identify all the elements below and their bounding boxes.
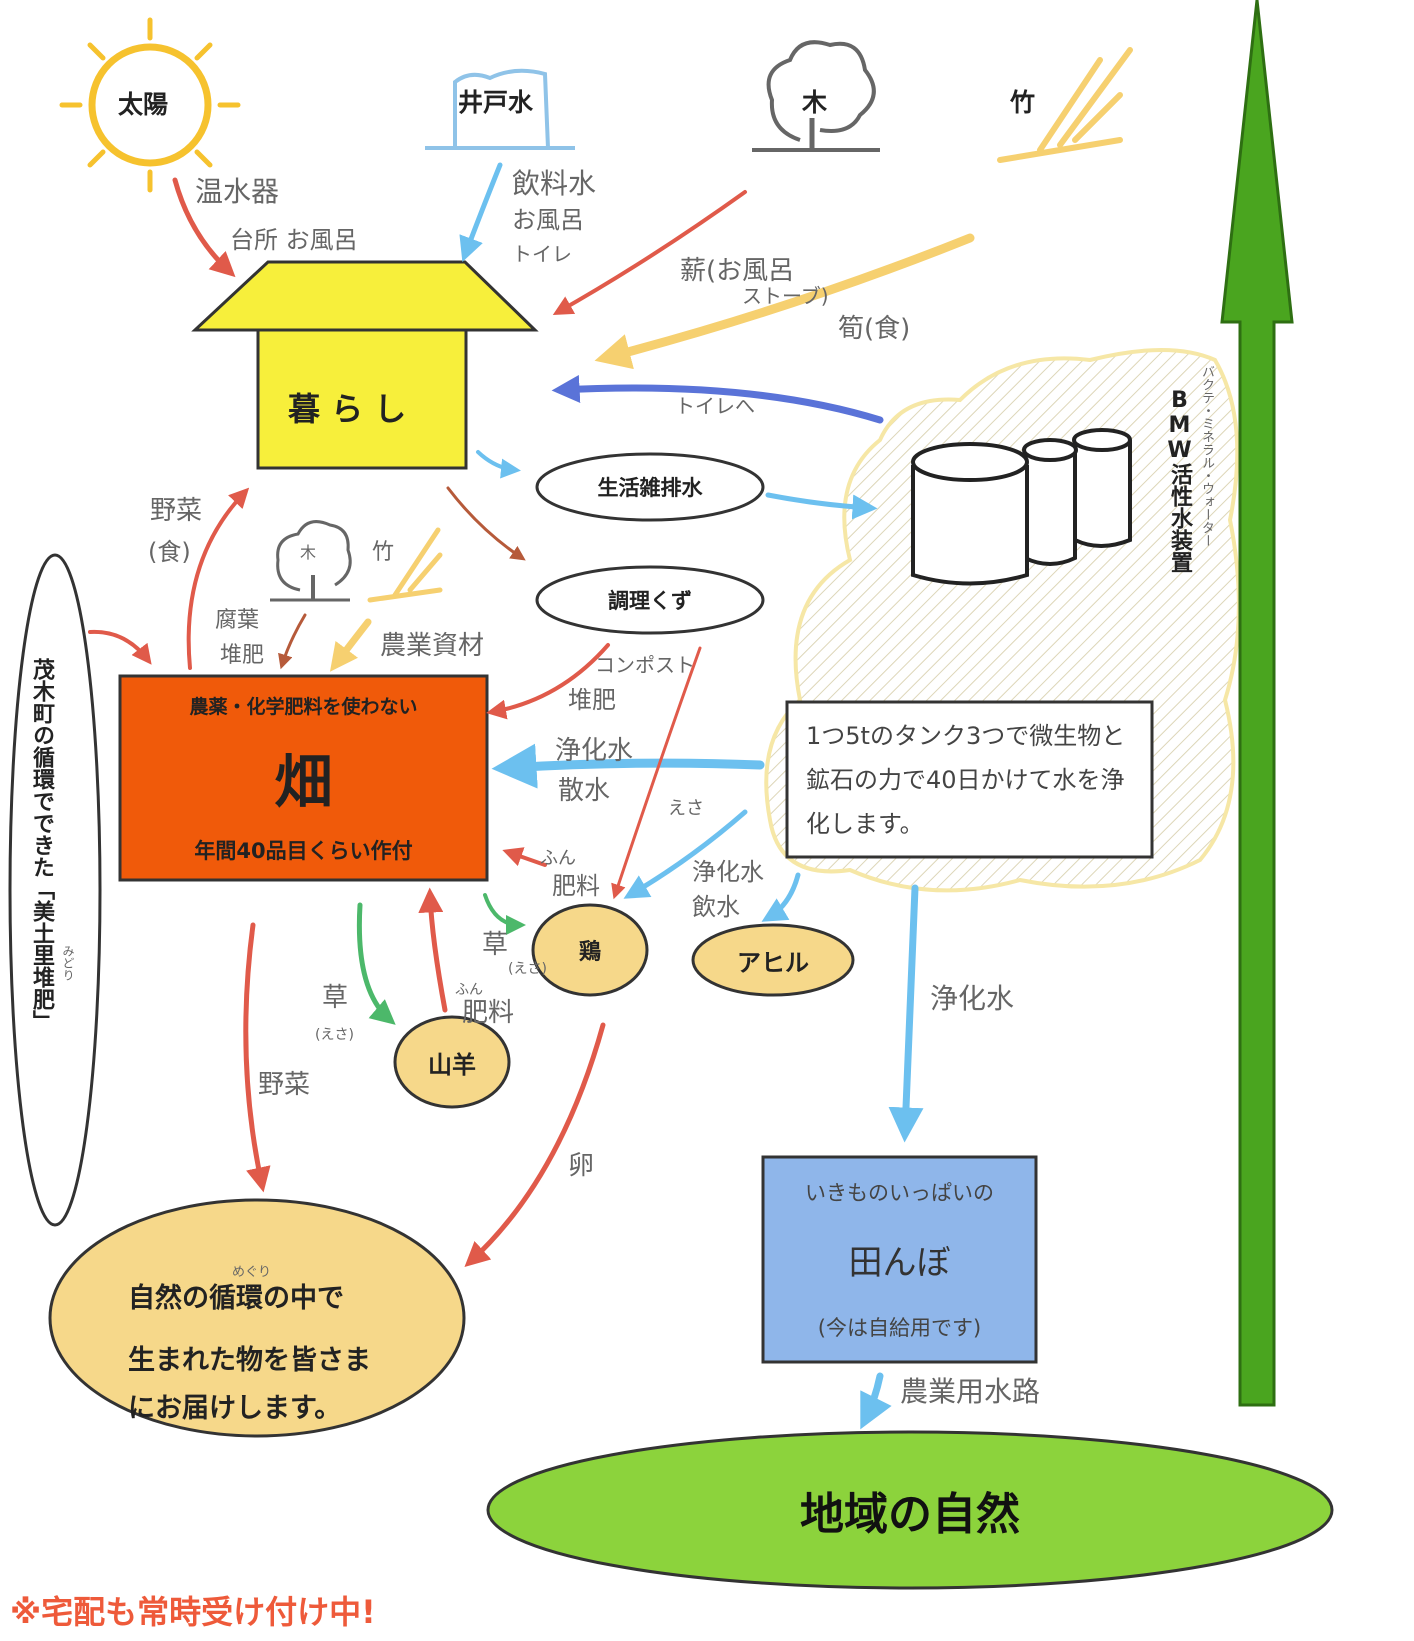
- kitchen-waste-label: 調理くず: [608, 589, 692, 613]
- duck-node: [691, 923, 855, 997]
- grass-feed-label-2: 草: [322, 983, 349, 1013]
- sun-icon: [59, 17, 241, 193]
- firewood-label: 薪(お風呂: [680, 256, 795, 286]
- sprinkle-label: 散水: [558, 776, 611, 806]
- field-main-label: 畑: [274, 747, 333, 816]
- flow-arrows: [88, 162, 975, 1430]
- stove-label: ストーブ): [742, 284, 829, 308]
- eggs-label: 卵: [568, 1151, 595, 1181]
- bamboo-icon: [997, 47, 1133, 163]
- compost-side-ruby: みどり: [61, 945, 75, 981]
- living-label: 暮 ら し: [288, 390, 407, 428]
- leaf-mold-compost-label: 堆肥: [220, 643, 265, 668]
- paddy-box: [761, 1155, 1038, 1364]
- to-toilet-label: トイレへ: [675, 394, 755, 418]
- goat-label: 山羊: [428, 1050, 476, 1079]
- manure-label-2: ふん: [455, 982, 483, 998]
- bamboo-shoot-label: 筍(食): [838, 314, 911, 344]
- purified-water-label-3: 浄化水: [930, 982, 1015, 1015]
- chicken-node: [531, 903, 649, 997]
- duck-label: アヒル: [737, 948, 809, 977]
- nature-ruby: めぐり: [232, 1265, 272, 1280]
- bamboo-label: 竹: [1010, 88, 1036, 117]
- local-nature-label: 地域の自然: [800, 1489, 1020, 1540]
- small-tree-icon: [270, 520, 352, 602]
- greywater-label: 生活雑排水: [597, 476, 703, 500]
- tank-icons: [911, 428, 1132, 586]
- sun-label: 太陽: [118, 90, 169, 119]
- well-icon: [425, 68, 575, 150]
- leaf-mold-label: 腐葉: [215, 608, 260, 633]
- bmw-device-label: BMW活性水装置: [1167, 388, 1192, 573]
- small-tree-label: 木: [300, 543, 317, 562]
- toilet-label: トイレ: [512, 242, 572, 266]
- agri-channel-label: 農業用水路: [900, 1375, 1041, 1408]
- goat-node: [393, 1015, 511, 1109]
- paddy-content: いきものいっぱいの 田んぼ (今は自給用です): [763, 1157, 1036, 1362]
- paddy-main-label: 田んぼ: [848, 1243, 951, 1283]
- kitchen-bath-label: 台所 お風呂: [230, 226, 358, 254]
- field-box: [118, 674, 489, 882]
- small-bamboo-label: 竹: [372, 540, 395, 565]
- local-nature-ellipse: [486, 1430, 1334, 1590]
- drink-label: 飲水: [692, 893, 740, 921]
- compost-side-label: 茂木町の循環でできた「美土里堆肥」: [29, 658, 54, 1032]
- bath-label: お風呂: [512, 206, 584, 234]
- small-bamboo-icon: [367, 527, 443, 603]
- compost-label: コンポスト: [595, 653, 695, 677]
- grass-feed-note-1: (えさ): [508, 961, 547, 977]
- farm-material-label: 農業資材: [380, 631, 485, 661]
- feed-label: えさ: [668, 798, 704, 819]
- manure-label-1: ふん: [540, 848, 576, 869]
- house-shape: [191, 260, 539, 470]
- vegetables-food-note: (食): [148, 538, 191, 566]
- well-water-label: 井戸水: [458, 88, 534, 117]
- vegetables-food-label: 野菜: [150, 496, 203, 526]
- tree-label: 木: [802, 88, 828, 117]
- bmw-note-box: [785, 700, 1154, 859]
- field-top-label: 農薬・化学肥料を使わない: [189, 695, 418, 718]
- purified-water-label-1: 浄化水: [555, 736, 634, 766]
- paddy-top-label: いきものいっぱいの: [805, 1181, 994, 1205]
- nature-line-2: 生まれた物を皆さま: [128, 1345, 371, 1376]
- compost-side-ellipse: [8, 553, 102, 1227]
- tree-icon: [752, 40, 880, 152]
- drinking-water-label: 飲料水: [512, 167, 597, 200]
- delivery-notice: ※宅配も常時受け付け中!: [10, 1593, 376, 1631]
- bmw-note-content: 1つ5tのタンク3つで微生物と鉱石の力で40日かけて水を浄化します。: [790, 705, 1148, 855]
- chicken-label: 鶏: [578, 940, 601, 965]
- bmw-note-text: 1つ5tのタンク3つで微生物と鉱石の力で40日かけて水を浄化します。: [806, 722, 1126, 838]
- grass-feed-note-2: (えさ): [315, 1027, 354, 1043]
- greywater-ellipse: [535, 452, 765, 522]
- nature-line-1: 自然の循環の中で: [128, 1283, 344, 1314]
- manure-fertilizer-label-1: 肥料: [552, 872, 600, 900]
- big-up-arrow: [1220, 0, 1294, 1407]
- nature-line-3: にお届けします。: [128, 1393, 342, 1424]
- purified-water-label-2: 浄化水: [692, 858, 764, 886]
- nature-circle: [48, 1198, 466, 1438]
- manure-fertilizer-label-2: 肥料: [462, 998, 515, 1028]
- kitchen-waste-ellipse: [535, 565, 765, 635]
- vegetables-label: 野菜: [258, 1070, 311, 1100]
- paddy-bottom-label: (今は自給用です): [817, 1316, 982, 1340]
- compost-fertilizer-label: 堆肥: [568, 686, 616, 714]
- water-heater-label: 温水器: [195, 175, 280, 208]
- field-content: 農薬・化学肥料を使わない 畑 年間40品目くらい作付: [120, 676, 487, 880]
- grass-feed-label-1: 草: [482, 930, 509, 960]
- field-bottom-label: 年間40品目くらい作付: [194, 838, 413, 863]
- bmw-sub-label: バクテ・ミネラル・ウォーター: [1199, 365, 1214, 547]
